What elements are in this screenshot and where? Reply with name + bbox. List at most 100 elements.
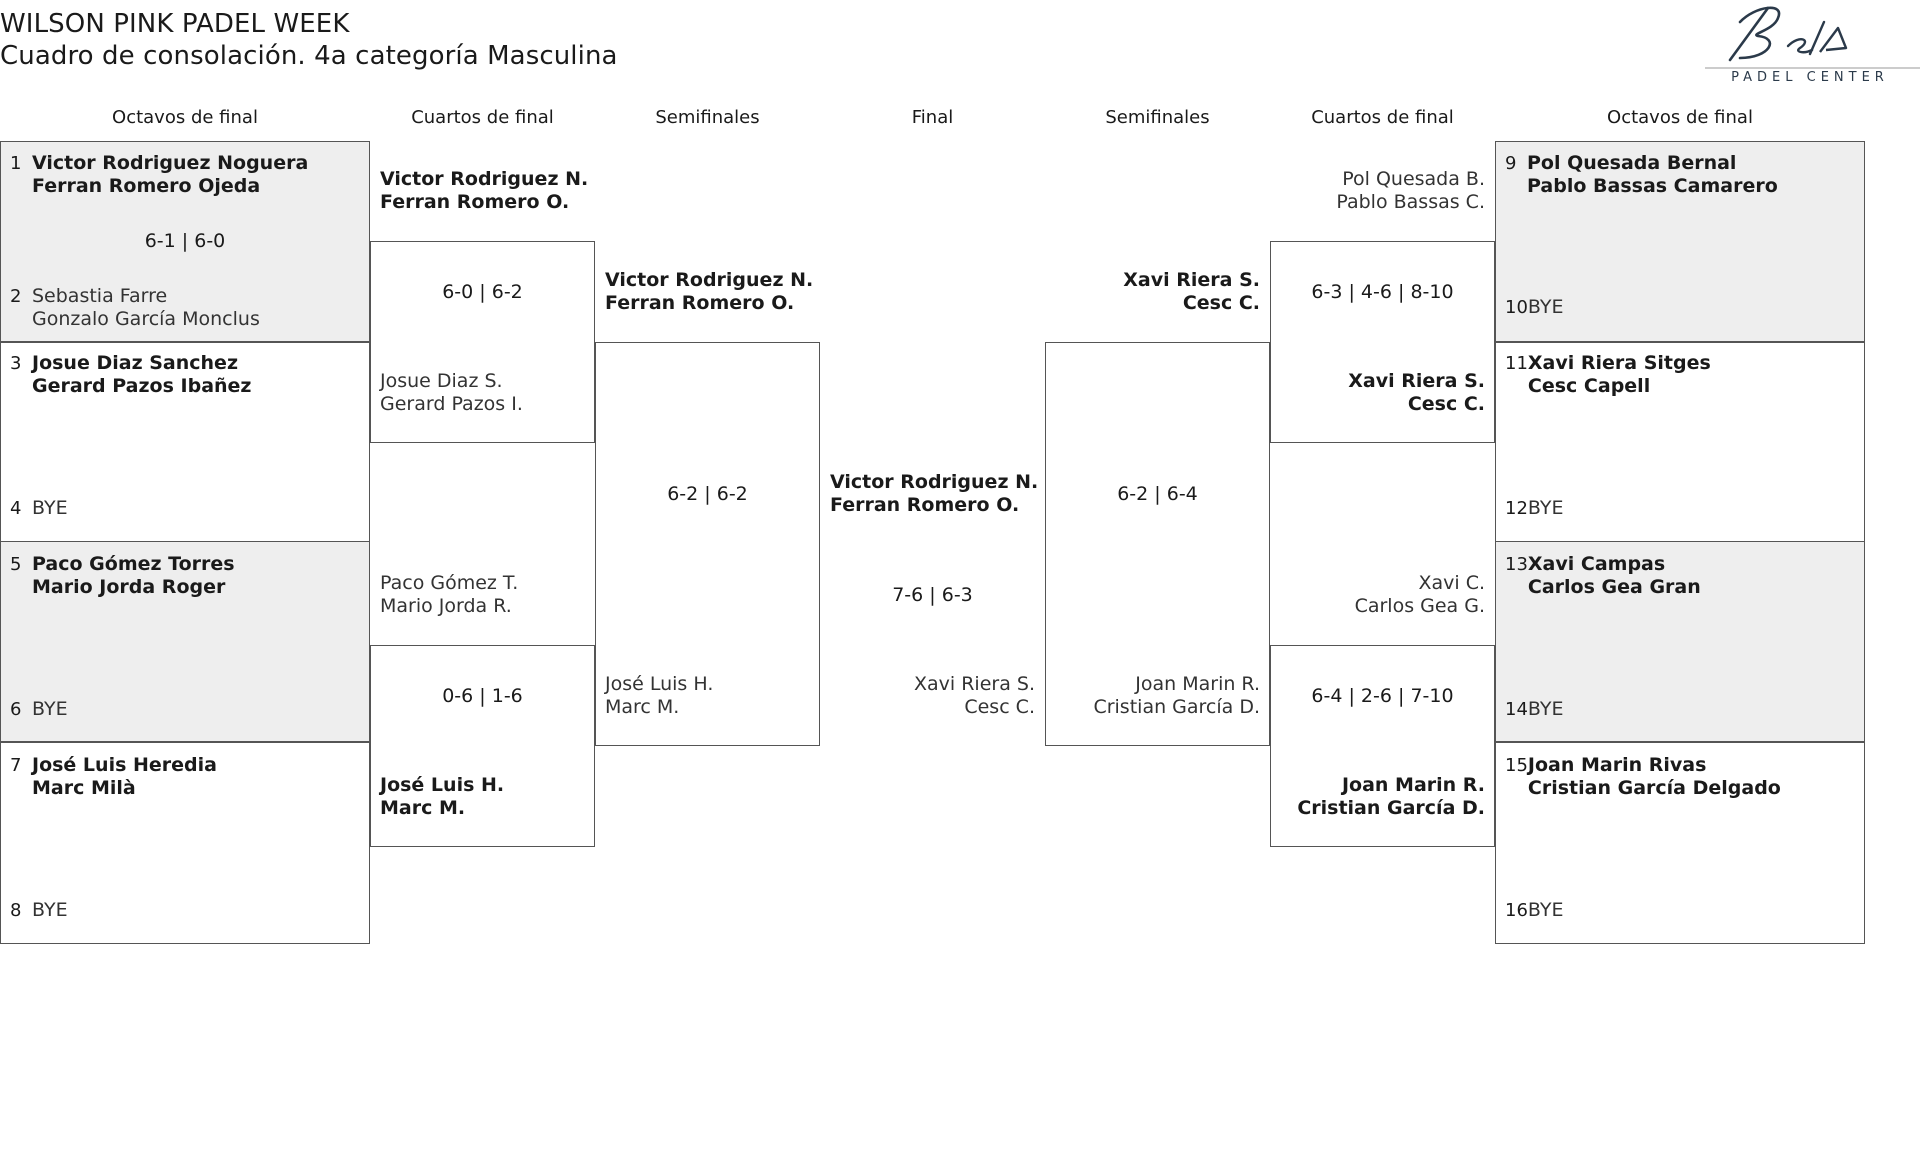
round-header-right-sf: Semifinales (1105, 107, 1210, 128)
player-name: Xavi Riera S. (1348, 370, 1485, 392)
final-score: 7-6 | 6-3 (892, 584, 973, 606)
page-title: WILSON PINK PADEL WEEK (0, 9, 350, 39)
player-name: Xavi Riera S. (1123, 269, 1260, 291)
team-entry: 4 BYE (10, 497, 68, 519)
player-name: Cristian García Delgado (1527, 777, 1781, 799)
player-name: Victor Rodriguez N. (380, 168, 589, 190)
player-name: BYE (1527, 497, 1564, 519)
match-score: 6-0 | 6-2 (442, 281, 523, 303)
match-box (0, 541, 370, 743)
player-name: Gerard Pazos Ibañez (32, 375, 252, 397)
player-name: BYE (1527, 698, 1564, 720)
player-name: Gonzalo García Monclus (32, 308, 260, 330)
match-box (0, 141, 370, 343)
round-header-right-qf: Cuartos de final (1311, 107, 1454, 128)
champion-team: Victor Rodriguez N. Ferran Romero O. (830, 471, 1038, 517)
sf-team: Victor Rodriguez N. Ferran Romero O. (605, 269, 813, 315)
player-name: Pol Quesada B. (1342, 168, 1485, 190)
sf-team: Xavi Riera S. Cesc C. (1045, 269, 1260, 315)
player-name: Xavi C. (1418, 572, 1485, 594)
player-name: Carlos Gea Gran (1527, 576, 1701, 598)
match-connector (1045, 342, 1270, 746)
player-name: Xavi Riera S. (914, 673, 1035, 695)
match-connector (370, 241, 595, 443)
qf-team: Victor Rodriguez N. Ferran Romero O. (380, 168, 588, 214)
match-score: 6-4 | 2-6 | 7-10 (1311, 685, 1454, 707)
tournament-title: WILSON PINK PADEL WEEK Cuadro de consola… (0, 8, 618, 72)
round-header-right-r16: Octavos de final (1607, 107, 1753, 128)
player-name: BYE (32, 497, 68, 519)
player-name: Victor Rodriguez N. (605, 269, 814, 291)
page-subtitle: Cuadro de consolación. 4a categoría Masc… (0, 41, 618, 71)
team-entry: 10 BYE (1505, 296, 1564, 318)
player-name: José Luis H. (380, 774, 505, 796)
player-name: Cesc C. (1182, 292, 1260, 314)
match-connector (370, 645, 595, 847)
match-box (0, 741, 370, 944)
player-name: Xavi Campas (1527, 553, 1666, 575)
player-name: Pablo Bassas C. (1336, 191, 1485, 213)
team-entry: 8 BYE (10, 899, 68, 921)
match-box (1495, 541, 1865, 743)
round-header-final: Final (911, 107, 954, 128)
player-name: Ferran Romero O. (605, 292, 795, 314)
player-name: Cesc Capell (1527, 375, 1651, 397)
qf-team: José Luis H. Marc M. (380, 774, 504, 820)
player-name: Pol Quesada Bernal (1527, 152, 1737, 174)
sf-team: José Luis H. Marc M. (605, 673, 713, 719)
player-name: Josue Diaz S. (380, 370, 503, 392)
round-header-left-sf: Semifinales (655, 107, 760, 128)
player-name: Mario Jorda R. (380, 595, 512, 617)
player-name: BYE (1527, 296, 1564, 318)
player-name: Josue Diaz Sanchez (32, 352, 239, 374)
player-name: Cristian García D. (1297, 797, 1485, 819)
player-name: Cesc C. (1407, 393, 1485, 415)
player-name: Carlos Gea G. (1354, 595, 1485, 617)
match-connector (595, 342, 820, 746)
match-box (1495, 141, 1865, 343)
player-name: Joan Marin Rivas (1527, 754, 1707, 776)
player-name: Victor Rodriguez N. (830, 471, 1039, 493)
player-name: Paco Gómez T. (380, 572, 519, 594)
match-score: 0-6 | 1-6 (442, 685, 523, 707)
team-entry: 16 BYE (1505, 899, 1564, 921)
player-name: José Luis H. (605, 673, 714, 695)
team-entry: 14 BYE (1505, 698, 1564, 720)
player-name: Cesc C. (964, 696, 1035, 718)
player-name: Ferran Romero Ojeda (32, 175, 261, 197)
player-name: BYE (32, 698, 68, 720)
match-connector (1270, 645, 1495, 847)
player-name: Marc Milà (32, 777, 136, 799)
player-name: Marc M. (605, 696, 680, 718)
player-name: Joan Marin R. (1135, 673, 1260, 695)
match-score: 6-3 | 4-6 | 8-10 (1311, 281, 1454, 303)
finalist-team: Xavi Riera S. Cesc C. (820, 673, 1035, 719)
match-connector (1270, 241, 1495, 443)
player-name: Xavi Riera Sitges (1527, 352, 1711, 374)
round-header-left-qf: Cuartos de final (411, 107, 554, 128)
match-score: 6-2 | 6-2 (667, 483, 748, 505)
round-header-left-r16: Octavos de final (112, 107, 258, 128)
player-name: Mario Jorda Roger (32, 576, 226, 598)
match-box (1495, 741, 1865, 944)
player-name: Gerard Pazos I. (380, 393, 523, 415)
qf-team: Josue Diaz S. Gerard Pazos I. (380, 370, 523, 416)
player-name: Victor Rodriguez Noguera (32, 152, 309, 174)
bela-padel-center-logo: PADEL CENTER (1700, 0, 1920, 90)
player-name: Cristian García D. (1093, 696, 1260, 718)
player-name: BYE (1527, 899, 1564, 921)
qf-team: Joan Marin R. Cristian García D. (1270, 774, 1485, 820)
qf-team: Xavi C. Carlos Gea G. (1270, 572, 1485, 618)
player-name: Joan Marin R. (1341, 774, 1485, 796)
player-name: Sebastia Farre (32, 285, 168, 307)
match-score: 6-2 | 6-4 (1117, 483, 1198, 505)
